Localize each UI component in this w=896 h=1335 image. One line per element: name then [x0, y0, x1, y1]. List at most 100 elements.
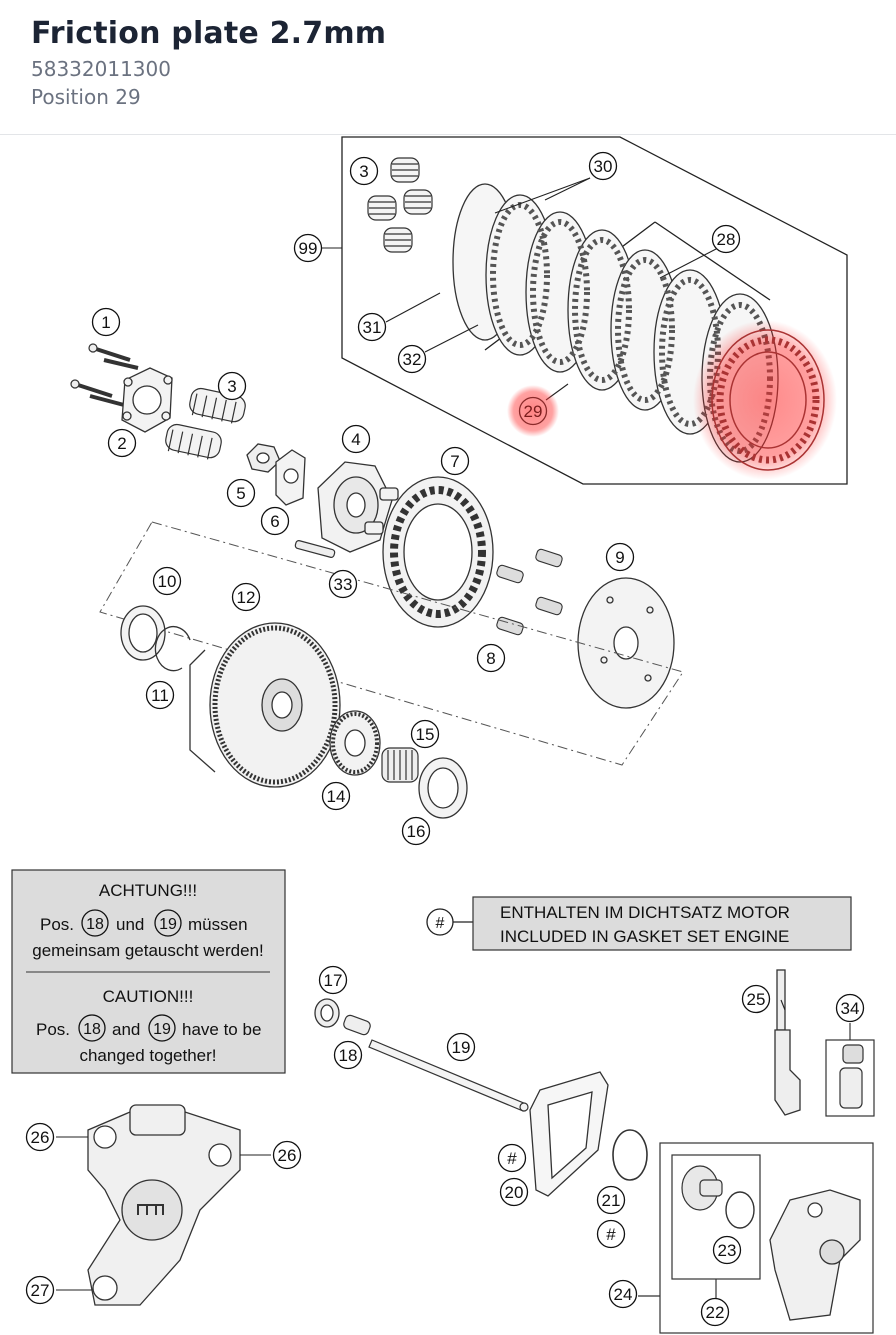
callout-circle: [605, 542, 635, 572]
callout-label-26[interactable]: 26: [31, 1128, 50, 1147]
callout-circle: [152, 566, 182, 596]
callout-circle: [107, 428, 137, 458]
nut-5: [246, 443, 281, 473]
gasket-note-line2: INCLUDED IN GASKET SET ENGINE: [500, 927, 789, 946]
damper-springs-8: [496, 548, 563, 636]
clutch-slave-cylinder-housing: [87, 1104, 241, 1306]
bleeder-line-25: [774, 969, 801, 1116]
warning-line2-de: gemeinsam getauscht werden!: [32, 941, 264, 960]
callout-circle: [349, 156, 379, 186]
callout-label-21[interactable]: 21: [602, 1191, 621, 1210]
callout-label-26[interactable]: 26: [278, 1146, 297, 1165]
callout-label-29[interactable]: 29: [524, 402, 543, 421]
warning-ref-b-de: 19: [159, 916, 177, 933]
leader-lines-lower: [56, 999, 851, 1291]
lock-washer-6: [275, 449, 306, 506]
callout-label-30[interactable]: 30: [594, 157, 613, 176]
callout-circle: [712, 1235, 742, 1265]
callout-circle: [397, 344, 427, 374]
callout-label-11[interactable]: 11: [151, 686, 169, 705]
callout-label-16[interactable]: 16: [407, 822, 426, 841]
callout-circle: [333, 1040, 363, 1070]
clutch-springs-top: [367, 157, 433, 253]
callout-circle: [328, 569, 358, 599]
clutch-springs-mid: [165, 387, 246, 460]
callout-label-14[interactable]: 14: [327, 787, 346, 806]
callout-label-hash[interactable]: #: [606, 1225, 616, 1244]
callout-label-6[interactable]: 6: [270, 512, 279, 531]
callout-label-34[interactable]: 34: [841, 999, 860, 1018]
callout-label-23[interactable]: 23: [718, 1241, 737, 1260]
pushrod-19: [368, 1039, 529, 1112]
callout-circle: [608, 1279, 638, 1309]
callout-label-22[interactable]: 22: [706, 1303, 725, 1322]
callout-circle: [272, 1140, 302, 1170]
slave-cylinder-assembly: [769, 1189, 861, 1321]
clutch-basket-12: [189, 622, 341, 788]
callout-label-17[interactable]: 17: [324, 971, 343, 990]
gasket-symbol: #: [436, 915, 445, 932]
gasket-note-line1: ENTHALTEN IM DICHTSATZ MOTOR: [500, 903, 790, 922]
gasket-20: [529, 1071, 609, 1197]
callout-label-12[interactable]: 12: [237, 588, 256, 607]
callout-label-hash[interactable]: #: [507, 1149, 517, 1168]
callout-label-5[interactable]: 5: [236, 484, 245, 503]
warning-ref-b-en: 19: [153, 1021, 171, 1038]
warning-ref-a-de: 18: [86, 916, 104, 933]
gasket-set-note: # ENTHALTEN IM DICHTSATZ MOTOR INCLUDED …: [426, 896, 852, 951]
callout-label-18[interactable]: 18: [339, 1046, 358, 1065]
callout-label-32[interactable]: 32: [403, 350, 422, 369]
callout-circle: [596, 1185, 626, 1215]
inner-clutch-hub-7: [382, 476, 494, 628]
callout-label-20[interactable]: 20: [505, 1183, 524, 1202]
o-ring-21: [612, 1129, 648, 1181]
primary-gear-14: [329, 710, 381, 776]
callout-label-25[interactable]: 25: [747, 990, 766, 1009]
callout-circle: [835, 993, 865, 1023]
callout-label-2[interactable]: 2: [117, 434, 126, 453]
callout-label-4[interactable]: 4: [351, 430, 360, 449]
callout-circle: [499, 1177, 529, 1207]
callout-label-9[interactable]: 9: [615, 548, 624, 567]
callout-label-27[interactable]: 27: [31, 1281, 50, 1300]
warning-suffix-de: müssen: [188, 915, 248, 934]
callout-label-99[interactable]: 99: [299, 239, 318, 258]
callout-label-31[interactable]: 31: [363, 318, 382, 337]
circlip-11: [154, 626, 191, 672]
warning-pos-de: Pos.: [40, 915, 74, 934]
callout-label-33[interactable]: 33: [334, 575, 353, 594]
callout-label-8[interactable]: 8: [486, 649, 495, 668]
callout-circle: [596, 1219, 626, 1249]
part-title: Friction plate 2.7mm: [31, 16, 387, 51]
callout-label-3[interactable]: 3: [227, 377, 236, 396]
warning-title-en: CAUTION!!!: [103, 987, 194, 1006]
callout-label-10[interactable]: 10: [158, 572, 177, 591]
callout-circle: [25, 1122, 55, 1152]
callout-circle: [711, 224, 741, 254]
callout-label-1[interactable]: 1: [101, 313, 110, 332]
callout-circle: [321, 781, 351, 811]
warning-and-en: and: [112, 1020, 140, 1039]
warning-line2-en: changed together!: [79, 1046, 216, 1065]
callout-label-24[interactable]: 24: [614, 1285, 633, 1304]
callout-label-15[interactable]: 15: [416, 725, 435, 744]
warning-title-de: ACHTUNG!!!: [99, 881, 197, 900]
callout-circle: [91, 307, 121, 337]
callout-highlight-halo: [507, 385, 559, 437]
pressure-plate-9: [577, 577, 675, 709]
callout-circle: [588, 151, 618, 181]
callout-label-3[interactable]: 3: [359, 162, 368, 181]
callout-label-7[interactable]: 7: [450, 452, 459, 471]
shaft-seal-17: [314, 998, 340, 1028]
thrust-washer-10: [120, 605, 166, 661]
warning-ref-a-en: 18: [83, 1021, 101, 1038]
warning-pos-en: Pos.: [36, 1020, 70, 1039]
callout-label-28[interactable]: 28: [717, 230, 736, 249]
callout-label-19[interactable]: 19: [452, 1038, 471, 1057]
exploded-parts-diagram: ACHTUNG!!! Pos. 18 und 19 müssen gemeins…: [11, 136, 875, 1334]
page-header: Friction plate 2.7mm 58332011300 Positio…: [0, 0, 896, 135]
bleeder-valve-box-34: [825, 1039, 875, 1117]
assembly-boundary: [99, 521, 684, 766]
callout-circle: [293, 233, 323, 263]
